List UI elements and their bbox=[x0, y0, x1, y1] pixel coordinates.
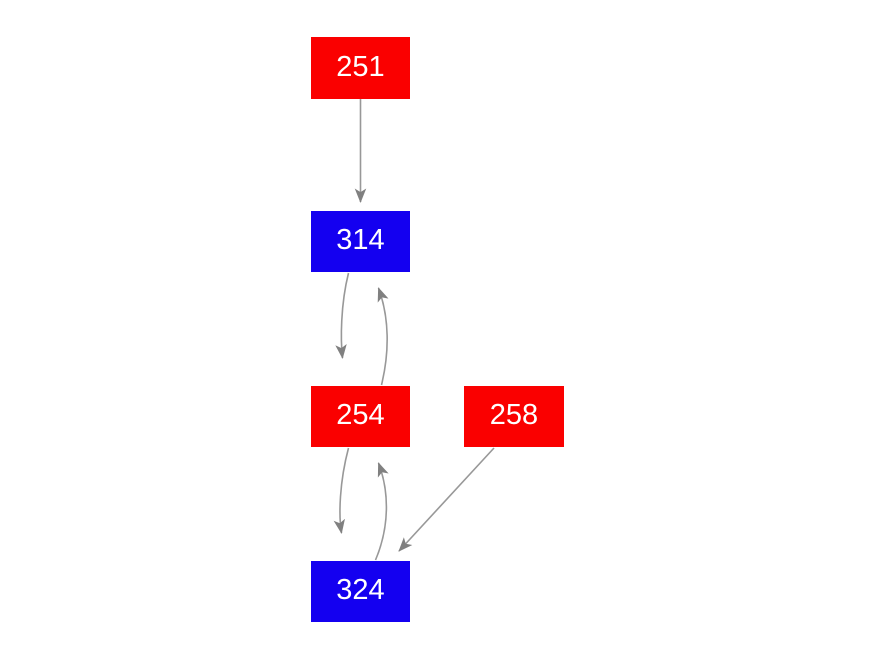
graph-node-label: 324 bbox=[336, 574, 385, 606]
edge-254-to-324 bbox=[333, 447, 350, 534]
edge-258-to-324 bbox=[398, 447, 495, 552]
graph-node-label: 254 bbox=[336, 399, 385, 431]
graph-node-label: 314 bbox=[336, 224, 385, 256]
graph-node-258[interactable]: 258 bbox=[464, 386, 564, 447]
graph-node-251[interactable]: 251 bbox=[311, 37, 410, 99]
edge-314-to-254 bbox=[335, 272, 350, 359]
graph-node-324[interactable]: 324 bbox=[311, 561, 410, 622]
graph-node-label: 258 bbox=[489, 399, 539, 431]
graph-node-314[interactable]: 314 bbox=[311, 211, 410, 272]
graph-node-254[interactable]: 254 bbox=[311, 386, 410, 447]
edge-324-to-254 bbox=[374, 462, 389, 561]
edge-254-to-314 bbox=[377, 287, 389, 386]
graph-node-label: 251 bbox=[336, 50, 385, 83]
